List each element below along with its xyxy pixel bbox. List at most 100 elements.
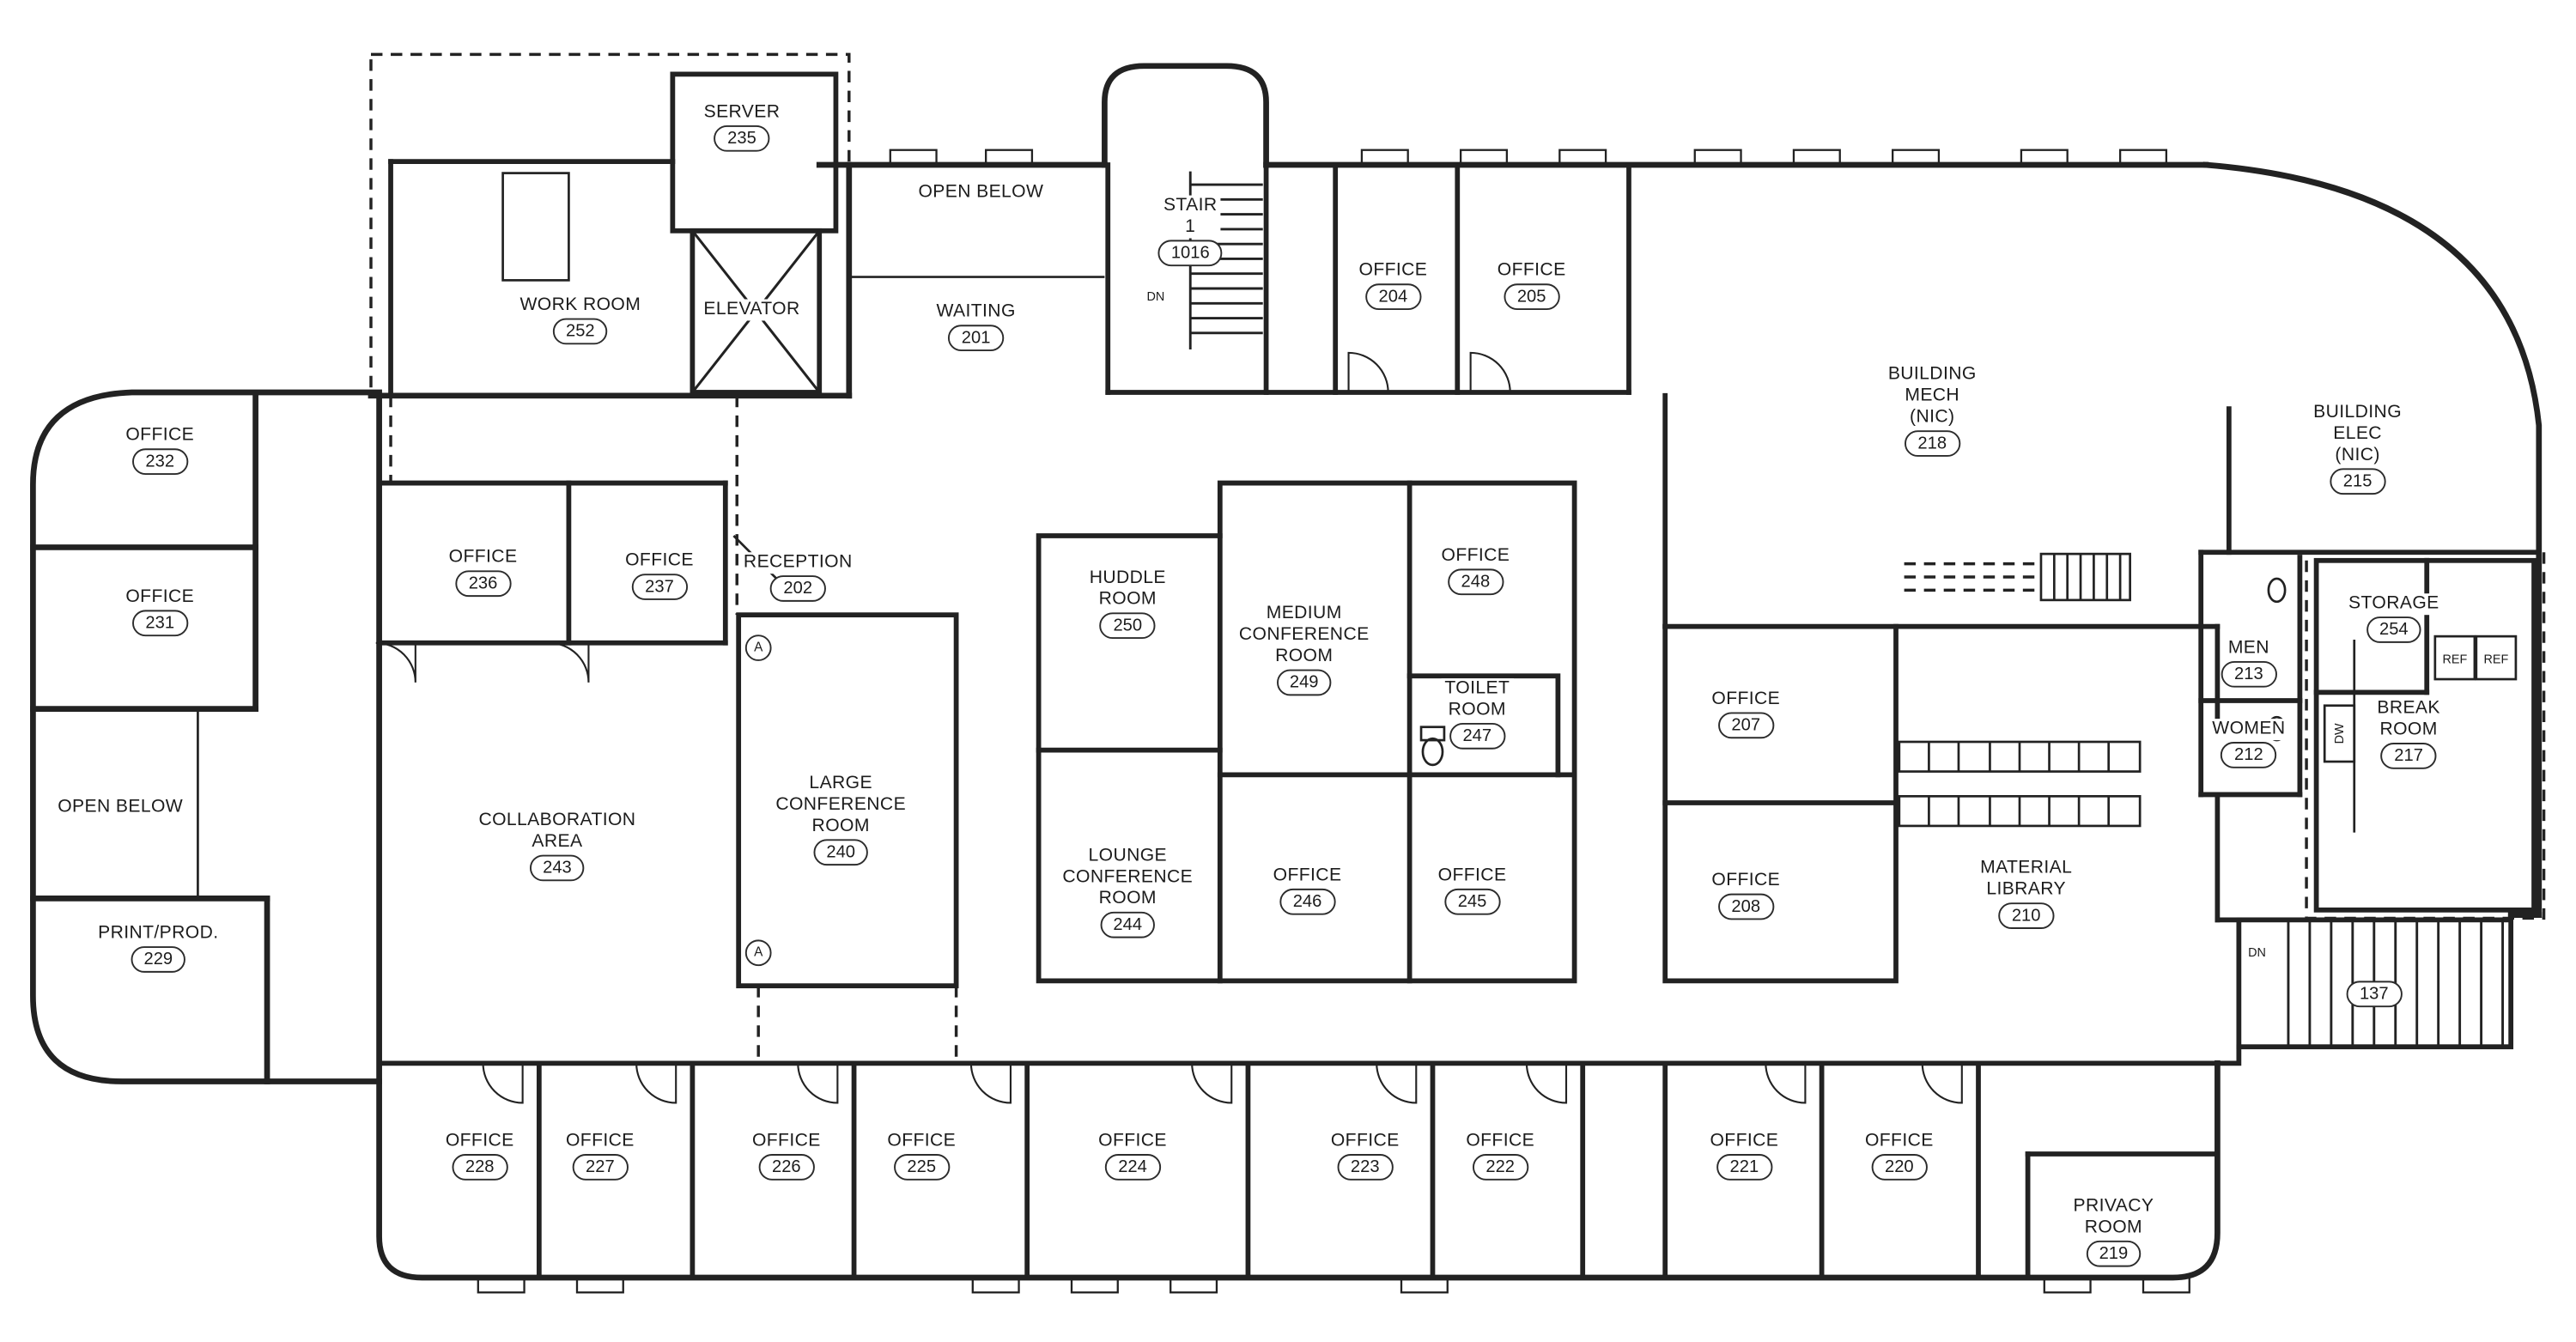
- annotation-dn: DN: [2248, 944, 2266, 960]
- room-name: STAIR 1: [1160, 195, 1221, 239]
- room-name: OFFICE: [445, 547, 521, 569]
- section-marker: A: [744, 635, 772, 661]
- annotation-ref: REF: [2483, 651, 2509, 667]
- room-name: LARGE CONFERENCE ROOM: [772, 773, 909, 838]
- room-label-elevator: ELEVATOR: [700, 299, 804, 321]
- room-number-pill: 210: [1998, 902, 2054, 929]
- room-name: OPEN BELOW: [914, 182, 1048, 204]
- room-name: OFFICE: [622, 550, 697, 573]
- room-name: RECEPTION: [740, 552, 856, 574]
- room-name: OFFICE: [1327, 1131, 1403, 1153]
- room-name: BUILDING ELEC (NIC): [2310, 402, 2405, 467]
- room-number-pill: 228: [452, 1153, 507, 1181]
- room-number-pill: 208: [1718, 893, 1774, 920]
- room-name: OFFICE: [1434, 865, 1510, 887]
- room-number-pill: 247: [1449, 722, 1505, 750]
- room-label-218: BUILDING MECH (NIC)218: [1884, 364, 1980, 457]
- room-name: PRINT/PROD.: [94, 923, 222, 945]
- room-number-pill: 1016: [1157, 240, 1224, 267]
- room-name: OPEN BELOW: [54, 797, 186, 819]
- section-marker: A: [744, 939, 772, 967]
- room-number-pill: 235: [714, 124, 770, 152]
- room-number-pill: 237: [631, 574, 688, 600]
- room-number-pill: 244: [1100, 911, 1156, 938]
- room-name: SERVER: [700, 102, 784, 124]
- room-label-215: BUILDING ELEC (NIC)215: [2310, 402, 2405, 495]
- room-name: OFFICE: [1095, 1131, 1170, 1153]
- room-number-pill: 213: [2221, 660, 2277, 688]
- room-number-pill: 202: [770, 575, 826, 602]
- walls-outer: [30, 63, 2543, 1281]
- room-number-pill: 243: [529, 854, 586, 882]
- room-name: OFFICE: [1862, 1131, 1937, 1153]
- room-number-pill: 226: [758, 1153, 815, 1181]
- door-arcs: [375, 351, 1963, 1104]
- room-number-pill: 204: [1365, 283, 1421, 310]
- room-name: OFFICE: [122, 586, 197, 609]
- room-name: OFFICE: [884, 1131, 960, 1153]
- room-name: MEDIUM CONFERENCE ROOM: [1236, 603, 1373, 668]
- room-number-pill: 212: [2221, 741, 2277, 768]
- room-label-137: 137: [2346, 981, 2402, 1008]
- annotation-ref: REF: [2442, 651, 2468, 667]
- room-name: OFFICE: [1708, 689, 1784, 711]
- room-label-229: PRINT/PROD.229: [94, 923, 222, 973]
- room-name: PRIVACY ROOM: [2069, 1196, 2158, 1239]
- room-name: BREAK ROOM: [2373, 698, 2444, 741]
- room-name: COLLABORATION AREA: [475, 810, 640, 853]
- room-number-pill: 248: [1448, 568, 1504, 596]
- walls-dashed: [369, 52, 2546, 1064]
- room-number-pill: 224: [1104, 1153, 1161, 1181]
- room-number-pill: 220: [1871, 1153, 1928, 1181]
- room-name: MATERIAL LIBRARY: [1977, 858, 2076, 902]
- room-number-pill: 221: [1716, 1153, 1772, 1181]
- room-number-pill: 254: [2366, 616, 2422, 643]
- room-name: WOMEN: [2208, 719, 2289, 741]
- room-number-pill: 250: [1100, 612, 1156, 639]
- room-name: WAITING: [933, 301, 1019, 324]
- room-number-pill: 207: [1718, 712, 1774, 739]
- room-name: OFFICE: [749, 1131, 824, 1153]
- room-label-open-below: OPEN BELOW: [914, 182, 1048, 204]
- room-name: OFFICE: [562, 1131, 638, 1153]
- room-name: TOILET ROOM: [1441, 678, 1514, 721]
- room-number-pill: 249: [1276, 669, 1332, 696]
- room-number-pill: 229: [131, 946, 186, 973]
- room-number-pill: 137: [2346, 981, 2402, 1008]
- room-name: WORK ROOM: [516, 295, 645, 317]
- room-name: OFFICE: [1269, 865, 1346, 887]
- room-number-pill: 246: [1279, 888, 1335, 915]
- room-number-pill: 245: [1444, 888, 1500, 915]
- room-name: OFFICE: [1708, 870, 1784, 892]
